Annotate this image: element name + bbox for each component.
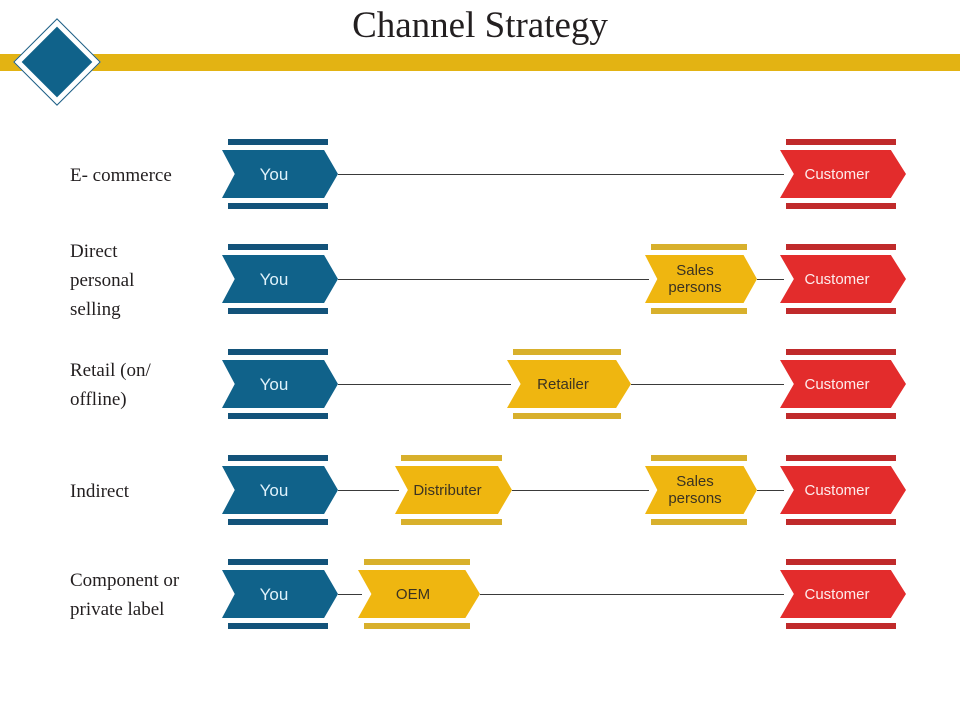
node-body xyxy=(780,570,906,618)
node-band-bottom xyxy=(651,308,747,314)
node-band-top xyxy=(786,244,896,250)
node-band-top xyxy=(228,349,328,355)
connector-line xyxy=(338,490,399,491)
node-band-top xyxy=(401,455,502,461)
flow-node[interactable]: You xyxy=(222,349,338,419)
connector-line xyxy=(757,490,784,491)
flow-node[interactable]: Customer xyxy=(780,139,906,209)
node-body xyxy=(222,255,338,303)
flow-node[interactable]: Customer xyxy=(780,455,906,525)
row-label: Retail (on/offline) xyxy=(70,360,151,410)
flow-node[interactable]: Customer xyxy=(780,349,906,419)
connector-line xyxy=(512,490,649,491)
connector-line xyxy=(338,174,784,175)
connector-line xyxy=(338,279,649,280)
flow-node[interactable]: You xyxy=(222,139,338,209)
node-band-top xyxy=(228,559,328,565)
node-band-bottom xyxy=(786,308,896,314)
node-body xyxy=(780,466,906,514)
node-band-top xyxy=(364,559,470,565)
row-label: E- commerce xyxy=(70,164,172,186)
node-band-bottom xyxy=(228,413,328,419)
flow-node[interactable]: You xyxy=(222,455,338,525)
node-band-top xyxy=(786,455,896,461)
node-body xyxy=(645,255,757,303)
node-body xyxy=(395,466,512,514)
connector-line xyxy=(480,594,784,595)
node-band-top xyxy=(651,455,747,461)
node-body xyxy=(222,360,338,408)
connector-line xyxy=(338,594,362,595)
page-title: Channel Strategy xyxy=(352,5,608,46)
node-band-top xyxy=(513,349,621,355)
flow-node[interactable]: Customer xyxy=(780,559,906,629)
flow-node[interactable]: You xyxy=(222,559,338,629)
node-band-bottom xyxy=(228,308,328,314)
node-band-top xyxy=(786,139,896,145)
connector-line xyxy=(338,384,511,385)
node-band-bottom xyxy=(401,519,502,525)
node-body xyxy=(780,150,906,198)
header-gold-bar xyxy=(0,54,960,71)
node-body xyxy=(645,466,757,514)
flow-node[interactable]: Distributer xyxy=(395,455,512,525)
node-band-bottom xyxy=(786,203,896,209)
node-band-bottom xyxy=(513,413,621,419)
connector-line xyxy=(757,279,784,280)
node-body xyxy=(358,570,480,618)
diagram-row: Retail (on/offline) You Retailer Customer xyxy=(0,337,960,433)
flow-node[interactable]: You xyxy=(222,244,338,314)
node-body xyxy=(780,255,906,303)
node-band-top xyxy=(651,244,747,250)
row-label: Indirect xyxy=(70,480,130,502)
node-band-bottom xyxy=(228,519,328,525)
page-header: Channel Strategy xyxy=(0,0,960,106)
flow-node[interactable]: Retailer xyxy=(507,349,631,419)
node-body xyxy=(222,570,338,618)
node-band-bottom xyxy=(786,413,896,419)
node-band-bottom xyxy=(364,623,470,629)
node-band-bottom xyxy=(651,519,747,525)
node-band-bottom xyxy=(786,623,896,629)
node-band-top xyxy=(228,139,328,145)
node-band-top xyxy=(228,244,328,250)
connector-line xyxy=(631,384,784,385)
node-body xyxy=(780,360,906,408)
node-band-bottom xyxy=(228,203,328,209)
flow-node[interactable]: OEM xyxy=(358,559,480,629)
node-body xyxy=(222,466,338,514)
diagram-row: E- commerce You Customer xyxy=(0,127,960,223)
node-band-top xyxy=(786,559,896,565)
flow-node[interactable]: Sales persons xyxy=(645,244,757,314)
diagram-row: Indirect You Distributer Sales persons Custo… xyxy=(0,443,960,539)
node-band-bottom xyxy=(786,519,896,525)
node-band-bottom xyxy=(228,623,328,629)
flow-node[interactable]: Customer xyxy=(780,244,906,314)
node-band-top xyxy=(786,349,896,355)
node-body xyxy=(507,360,631,408)
node-band-top xyxy=(228,455,328,461)
node-body xyxy=(222,150,338,198)
flow-node[interactable]: Sales persons xyxy=(645,455,757,525)
